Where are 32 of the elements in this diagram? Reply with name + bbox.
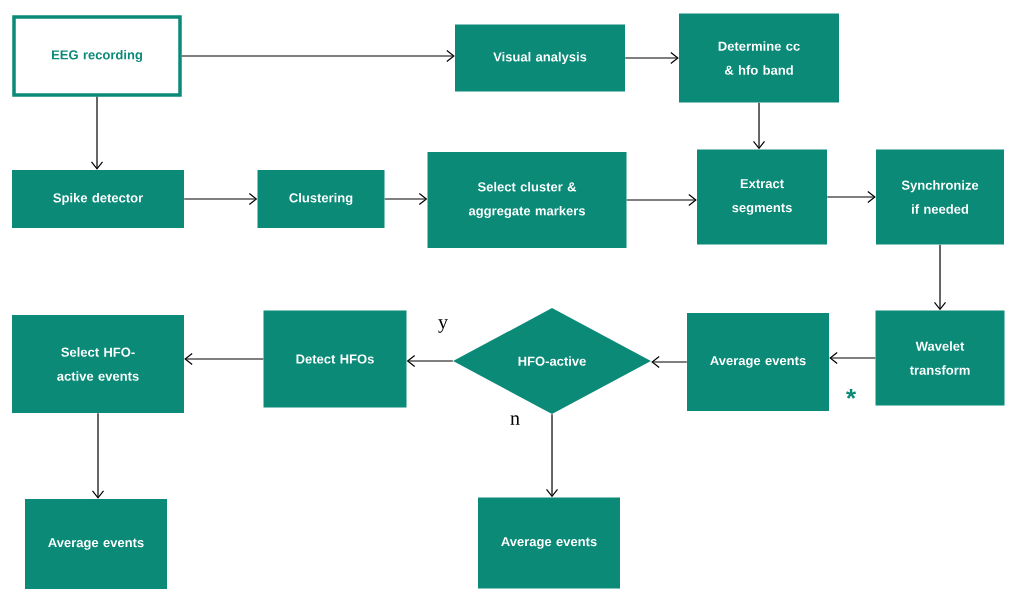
arrow xyxy=(752,102,766,150)
arrow xyxy=(829,351,876,365)
process-box: Average events xyxy=(687,313,829,411)
arrow xyxy=(91,412,105,499)
arrow xyxy=(545,413,559,498)
arrow xyxy=(90,96,104,170)
arrow xyxy=(184,352,264,366)
edge-label: y xyxy=(437,318,449,334)
process-box: Extract segments xyxy=(697,149,827,245)
edge-label: n xyxy=(509,414,521,426)
arrow xyxy=(651,355,688,369)
process-box: Clustering xyxy=(257,170,385,228)
arrow xyxy=(406,354,454,368)
process-box: Determine cc & hfo band xyxy=(679,13,839,103)
arrow xyxy=(626,193,697,207)
process-box: Visual analysis xyxy=(455,24,625,92)
process-box: Wavelet transform xyxy=(875,310,1005,406)
asterisk: * xyxy=(846,389,857,399)
arrow xyxy=(181,49,455,63)
start-box: EEG recording xyxy=(12,15,182,97)
process-box: Select cluster & aggregate markers xyxy=(427,152,627,248)
process-box: Detect HFOs xyxy=(263,310,407,408)
process-box: Average events xyxy=(25,499,167,589)
process-box: Spike detector xyxy=(12,170,184,228)
process-box: Average events xyxy=(478,497,620,589)
arrow xyxy=(933,244,947,311)
arrow xyxy=(826,190,876,204)
arrow xyxy=(384,192,428,206)
arrow xyxy=(183,192,258,206)
process-box: Synchronize if needed xyxy=(876,149,1004,245)
arrow xyxy=(624,51,679,65)
process-box: Select HFO-active events xyxy=(12,315,184,413)
